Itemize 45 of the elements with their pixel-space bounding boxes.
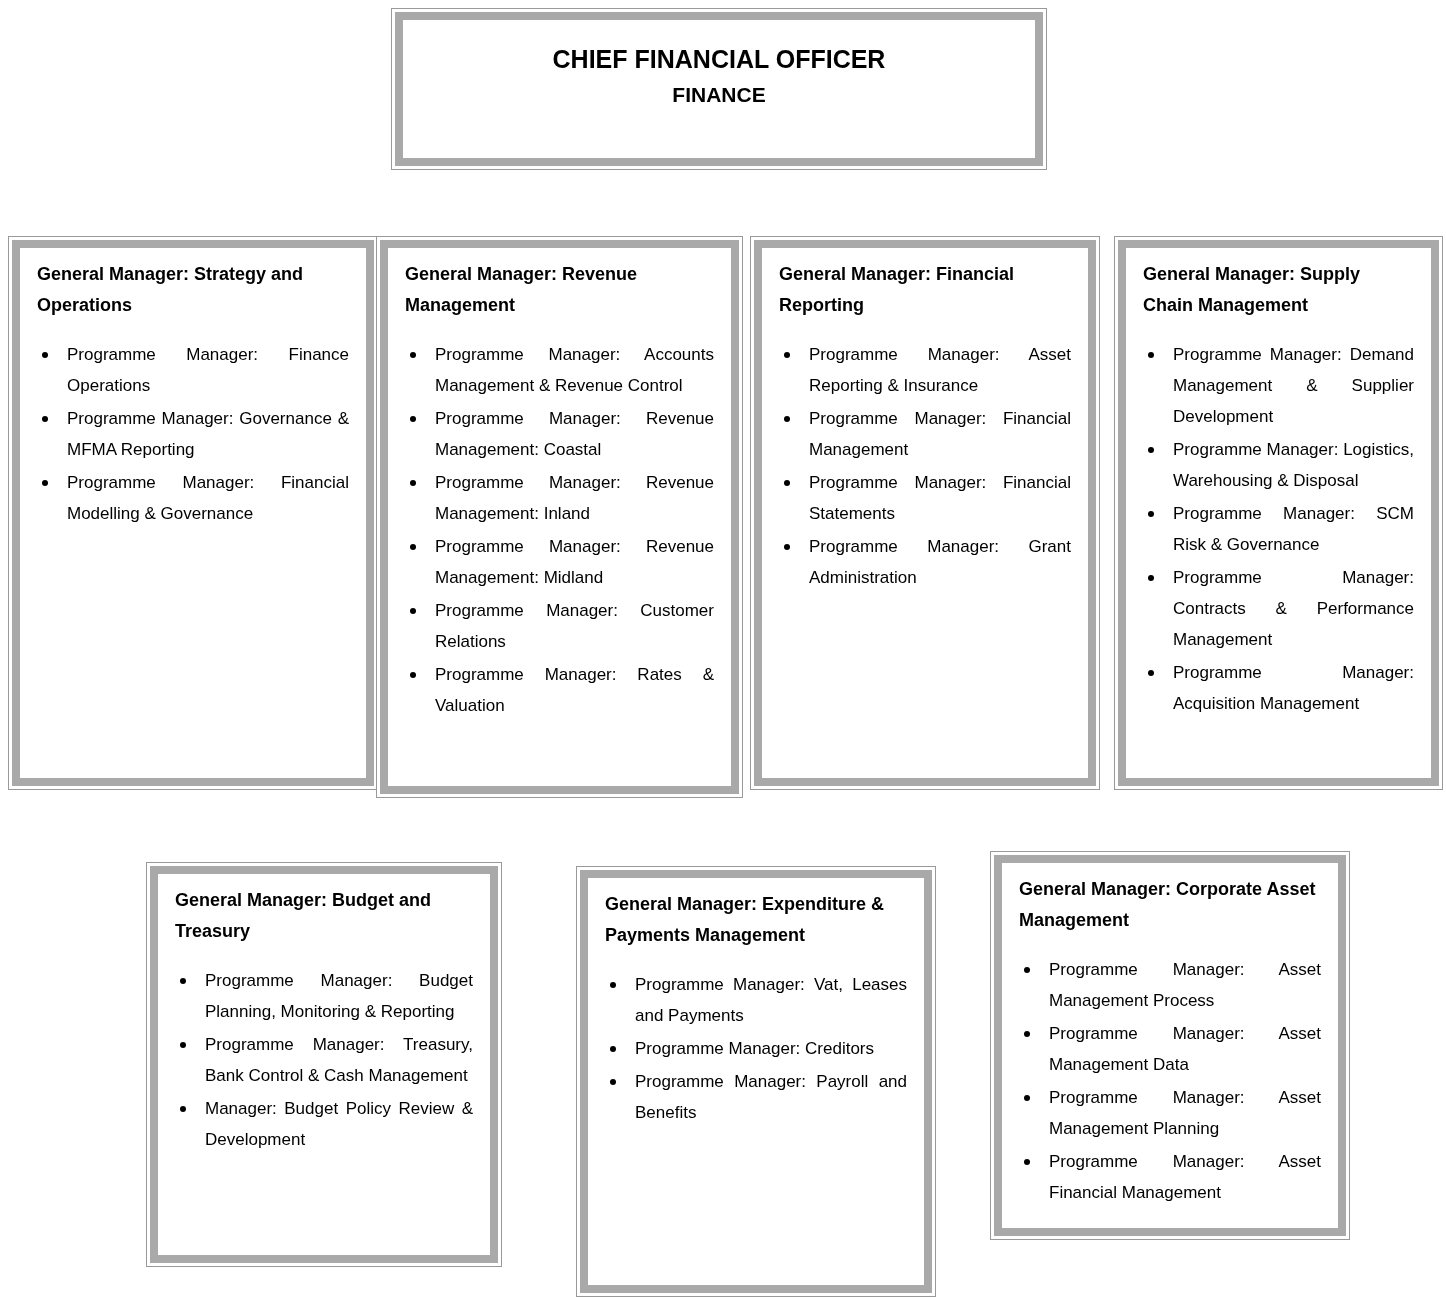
bullet-item: Programme Manager: Asset Management Planning [1019, 1082, 1321, 1144]
box-heading: General Manager: Supply Chain Management [1143, 263, 1362, 317]
bullet-item: Programme Manager: Payroll and Benefits [605, 1066, 907, 1128]
bullet-item: Programme Manager: Revenue Management: Coastal [405, 403, 714, 465]
bullet-item: Programme Manager: Contracts & Performance Management [1143, 562, 1414, 655]
bullet-item: Programme Manager: Demand Management & Supplier Development [1143, 339, 1414, 432]
bullet-item: Programme Manager: Governance & MFMA Reporting [37, 403, 349, 465]
bullet-item: Programme Manager: Finance Operations [37, 339, 349, 401]
bullet-item: Programme Manager: Accounts Management & Revenue Control [405, 339, 714, 401]
bullet-item: Manager: Budget Policy Review & Development [175, 1093, 473, 1155]
department-box [750, 236, 1100, 790]
bullet-item: Programme Manager: Revenue Management: Midland [405, 531, 714, 593]
department-box [376, 236, 743, 798]
bullet-item: Programme Manager: Financial Statements [779, 467, 1071, 529]
bullet-item: Programme Manager: Vat, Leases and Payments [605, 969, 907, 1031]
box-heading: General Manager: Corporate Asset Management [1019, 878, 1317, 932]
box-heading: General Manager: Strategy and Operations [37, 263, 305, 317]
bullet-item: Programme Manager: Budget Planning, Monitoring & Reporting [175, 965, 473, 1027]
department-box [576, 866, 936, 1297]
bullet-item: Programme Manager: Customer Relations [405, 595, 714, 657]
bullet-item: Programme Manager: Asset Management Data [1019, 1018, 1321, 1080]
subtitle-text: FINANCE [671, 82, 767, 108]
box-heading: General Manager: Financial Reporting [779, 263, 1016, 317]
box-heading: General Manager: Revenue Management [405, 263, 639, 317]
title-box [391, 8, 1047, 170]
department-box [146, 862, 502, 1267]
bullet-item: Programme Manager: Grant Administration [779, 531, 1071, 593]
department-box [990, 851, 1350, 1240]
bullet-item: Programme Manager: SCM Risk & Governance [1143, 498, 1414, 560]
bullet-item: Programme Manager: Treasury, Bank Control & Cash Management [175, 1029, 473, 1091]
bullet-item: Programme Manager: Asset Management Process [1019, 954, 1321, 1016]
bullet-item: Programme Manager: Rates & Valuation [405, 659, 714, 721]
bullet-item: Programme Manager: Asset Reporting & Insurance [779, 339, 1071, 401]
department-box [1114, 236, 1443, 790]
bullet-item: Programme Manager: Revenue Management: Inland [405, 467, 714, 529]
box-heading: General Manager: Expenditure & Payments Management [605, 893, 886, 947]
bullet-item: Programme Manager: Asset Financial Management [1019, 1146, 1321, 1208]
bullet-item: Programme Manager: Creditors [605, 1033, 907, 1064]
department-box [8, 236, 378, 790]
bullet-item: Programme Manager: Acquisition Management [1143, 657, 1414, 719]
bullet-item: Programme Manager: Logistics, Warehousing & Disposal [1143, 434, 1414, 496]
title-text: CHIEF FINANCIAL OFFICER [551, 44, 887, 75]
bullet-item: Programme Manager: Financial Modelling & Governance [37, 467, 349, 529]
bullet-item: Programme Manager: Financial Management [779, 403, 1071, 465]
box-heading: General Manager: Budget and Treasury [175, 889, 433, 943]
